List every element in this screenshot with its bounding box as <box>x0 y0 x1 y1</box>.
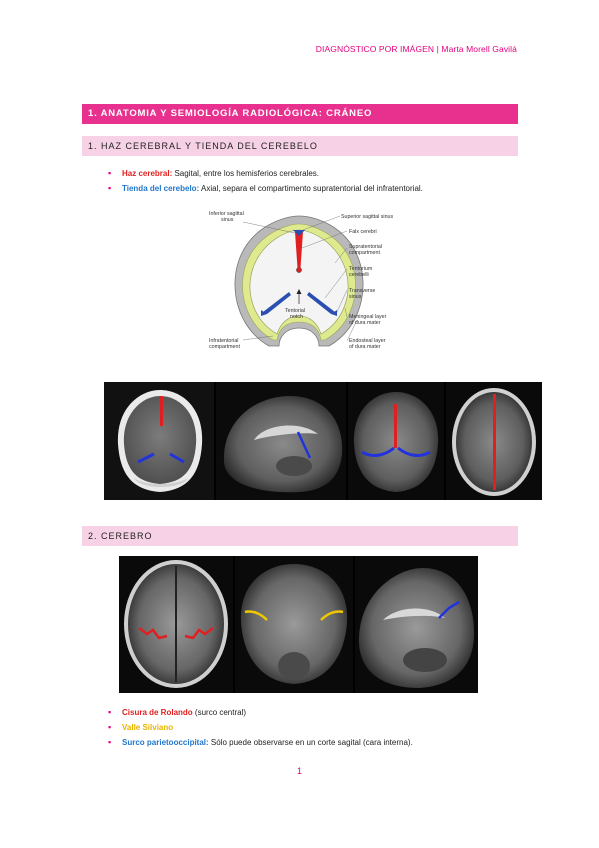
bullet-icon: ▪ <box>108 707 112 717</box>
bullet-icon: ▪ <box>108 183 112 193</box>
label-inferior-sagittal-2: sinus <box>221 217 234 223</box>
dura-diagram: Inferior sagittal sinus Superior sagitta… <box>209 211 393 350</box>
label-meningeal-2: of dura mater <box>349 320 381 326</box>
label-endosteal-2: of dura mater <box>349 344 381 350</box>
falx-bullet-list: ▪ Haz cerebral: Sagital, entre los hemis… <box>108 166 423 196</box>
mri-axial-image <box>446 382 542 500</box>
brain-sulci-scans <box>119 556 478 693</box>
page-number: 1 <box>296 766 302 776</box>
coronal-silvian-image <box>235 556 353 693</box>
list-item: ▪ Tienda del cerebelo: Axial, separa el … <box>108 181 423 196</box>
label-inferior-sagittal: Inferior sagittal <box>209 211 244 217</box>
sagittal-parietooccipital-image <box>355 556 478 693</box>
label-tentorial-notch-2: notch <box>290 314 303 320</box>
mri-coronal-image <box>348 382 444 500</box>
label-supratentorial-2: compartment <box>349 250 380 256</box>
label-superior-sagittal: Superior sagittal sinus <box>341 214 393 220</box>
label-transverse: Transverse <box>349 288 375 294</box>
bullet-icon: ▪ <box>108 737 112 747</box>
list-item: ▪ Cisura de Rolando (surco central) <box>108 705 413 720</box>
label-meningeal: Meningeal layer <box>349 314 387 320</box>
label-tentorium: Tentorium <box>349 266 373 272</box>
label-falx: Falx cerebri <box>349 229 377 235</box>
brain-bullet-list: ▪ Cisura de Rolando (surco central) ▪ Va… <box>108 705 413 750</box>
label-tentorium-2: cerebelli <box>349 272 369 278</box>
list-item: ▪ Surco parietooccipital: Sólo puede obs… <box>108 735 413 750</box>
axial-rolando-image <box>119 556 233 693</box>
label-tentorial-notch: Tentorial <box>285 308 305 314</box>
bullet-icon: ▪ <box>108 722 112 732</box>
page-header: DIAGNÓSTICO POR IMÁGEN | Marta Morell Ga… <box>315 44 517 54</box>
label-infratentorial: Infratentorial <box>209 338 238 344</box>
label-infratentorial-2: compartment <box>209 344 240 350</box>
bullet-icon: ▪ <box>108 168 112 178</box>
subsection-title-falx: 1. HAZ CEREBRAL Y TIENDA DEL CEREBELO <box>82 136 518 156</box>
list-item: ▪ Haz cerebral: Sagital, entre los hemis… <box>108 166 423 181</box>
mri-sagittal-image <box>216 382 346 500</box>
subsection-title-brain: 2. CEREBRO <box>82 526 518 546</box>
ct-coronal-image <box>104 382 214 500</box>
label-transverse-2: sinus <box>349 294 362 300</box>
label-endosteal: Endosteal layer <box>349 338 386 344</box>
section-title: 1. ANATOMIA Y SEMIOLOGÍA RADIOLÓGICA: CR… <box>82 104 518 124</box>
falx-tentorium-scans <box>104 382 542 500</box>
label-supratentorial: Supratentorial <box>349 244 382 250</box>
list-item: ▪ Valle Silviano <box>108 720 413 735</box>
